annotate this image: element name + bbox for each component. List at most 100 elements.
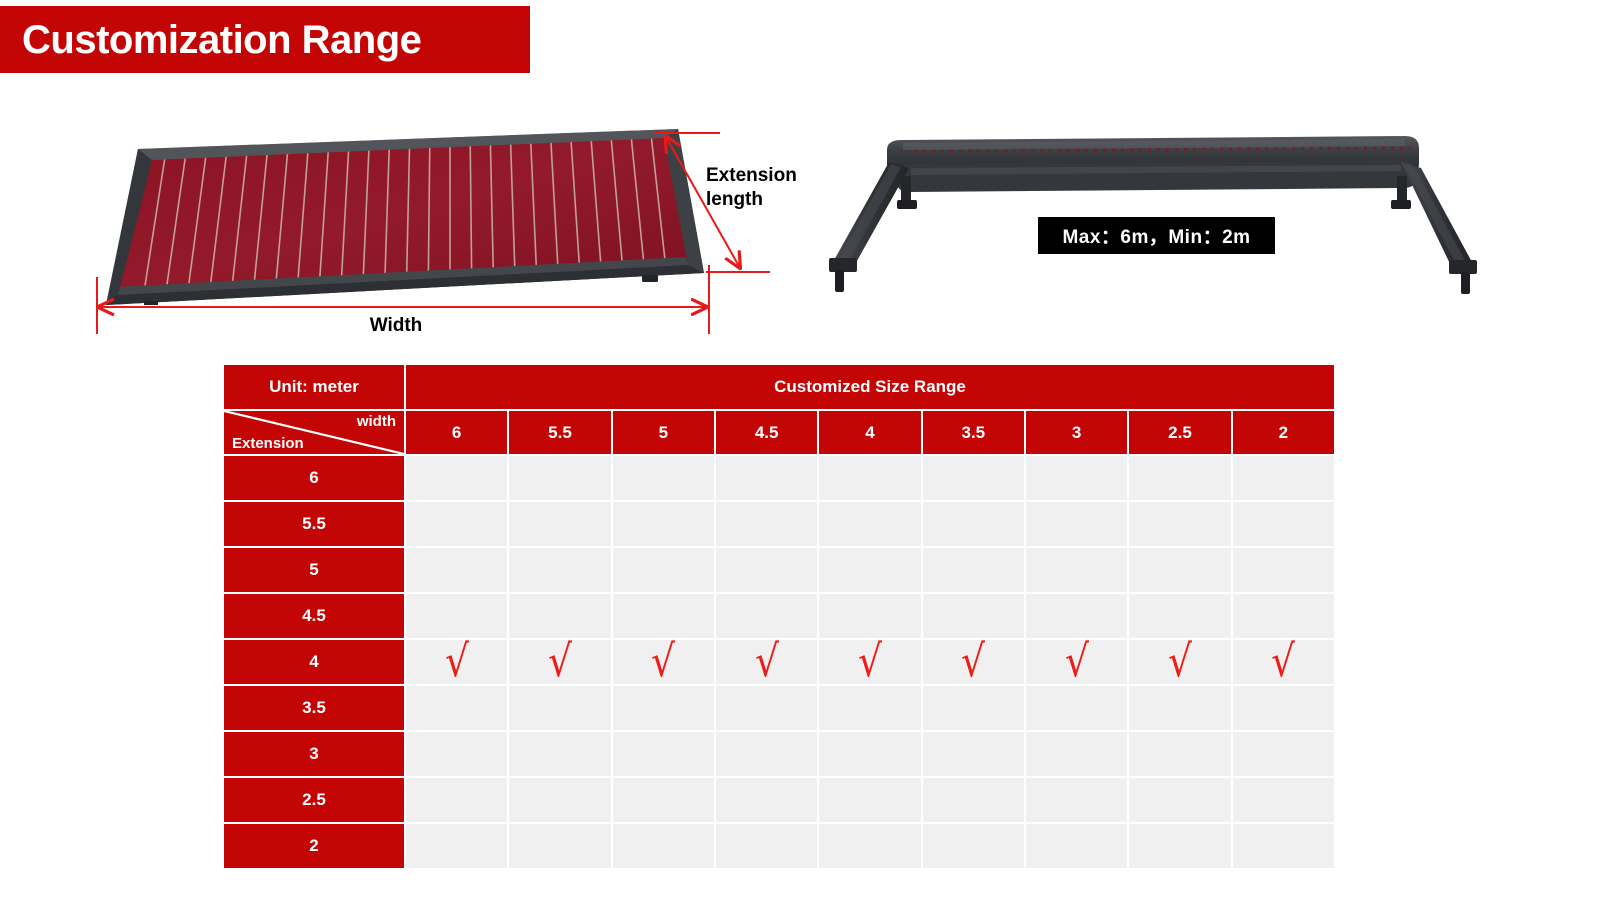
table-cell[interactable] bbox=[1129, 502, 1231, 546]
awning-extended-graphic bbox=[106, 129, 704, 305]
table-cell[interactable] bbox=[612, 456, 714, 500]
table-cell[interactable]: √ bbox=[1232, 640, 1334, 684]
table-cell[interactable] bbox=[1025, 686, 1128, 730]
table-cell[interactable] bbox=[1025, 778, 1128, 822]
table-cell[interactable] bbox=[509, 594, 611, 638]
table-cell[interactable] bbox=[1129, 686, 1231, 730]
table-cell[interactable] bbox=[819, 456, 921, 500]
table-cell[interactable] bbox=[715, 686, 818, 730]
table-cell[interactable] bbox=[1232, 686, 1334, 730]
table-cell[interactable] bbox=[406, 502, 508, 546]
table-cell[interactable] bbox=[1129, 732, 1231, 776]
table-cell[interactable] bbox=[612, 732, 714, 776]
table-cell[interactable]: √ bbox=[922, 640, 1024, 684]
table-cell[interactable] bbox=[1025, 824, 1128, 868]
table-cell[interactable] bbox=[1025, 732, 1128, 776]
table-cell[interactable] bbox=[1232, 548, 1334, 592]
table-cell[interactable] bbox=[1025, 548, 1128, 592]
table-cell[interactable] bbox=[922, 824, 1024, 868]
table-cell[interactable]: √ bbox=[406, 636, 508, 687]
check-icon: √ bbox=[444, 636, 469, 687]
table-cell[interactable] bbox=[922, 502, 1024, 546]
table-cell[interactable] bbox=[819, 548, 921, 592]
table-cell[interactable] bbox=[509, 824, 611, 868]
table-cell[interactable] bbox=[922, 686, 1024, 730]
table-cell[interactable] bbox=[715, 456, 818, 500]
table-cell[interactable] bbox=[612, 778, 714, 822]
table-cell[interactable]: √ bbox=[819, 640, 921, 684]
table-cell[interactable] bbox=[1129, 594, 1231, 638]
check-icon: √ bbox=[548, 636, 572, 687]
table-cell[interactable] bbox=[1129, 778, 1231, 822]
table-cell[interactable] bbox=[406, 778, 508, 822]
table-cell[interactable] bbox=[612, 686, 714, 730]
table-header-row-title: Unit: meter Customized Size Range bbox=[224, 365, 1334, 409]
table-cell[interactable] bbox=[1129, 548, 1231, 592]
table-cell[interactable] bbox=[922, 732, 1024, 776]
table-cell[interactable] bbox=[1232, 732, 1334, 776]
table-cell[interactable] bbox=[406, 548, 508, 592]
row-header: 3.5 bbox=[224, 686, 404, 730]
table-cell[interactable] bbox=[715, 824, 818, 868]
table-cell[interactable] bbox=[819, 824, 921, 868]
page-title: Customization Range bbox=[22, 17, 422, 62]
table-cell[interactable] bbox=[612, 824, 714, 868]
table-cell[interactable] bbox=[1232, 778, 1334, 822]
table-cell[interactable] bbox=[509, 456, 611, 500]
table-cell[interactable] bbox=[509, 502, 611, 546]
awning-retracted-graphic bbox=[829, 136, 1477, 294]
table-cell[interactable] bbox=[1025, 594, 1128, 638]
table-cell[interactable]: √ bbox=[715, 640, 818, 684]
row-header: 3 bbox=[224, 732, 404, 776]
table-cell[interactable] bbox=[715, 548, 818, 592]
table-cell[interactable] bbox=[406, 824, 508, 868]
table-cell[interactable] bbox=[922, 594, 1024, 638]
table-cell[interactable] bbox=[1232, 594, 1334, 638]
table-cell[interactable] bbox=[715, 594, 818, 638]
table-cell[interactable] bbox=[509, 686, 611, 730]
column-header: 3 bbox=[1025, 411, 1128, 454]
table-cell[interactable] bbox=[406, 456, 508, 500]
max-min-text: Max：6m，Min：2m bbox=[1062, 227, 1251, 248]
table-cell[interactable] bbox=[922, 456, 1024, 500]
diagonal-divider-icon bbox=[224, 411, 404, 454]
table-cell[interactable] bbox=[819, 594, 921, 638]
table-cell[interactable] bbox=[819, 686, 921, 730]
table-cell[interactable] bbox=[715, 732, 818, 776]
table-cell[interactable] bbox=[1232, 502, 1334, 546]
table-cell[interactable] bbox=[1025, 502, 1128, 546]
table-cell[interactable] bbox=[509, 732, 611, 776]
table-cell[interactable] bbox=[1025, 456, 1128, 500]
table-cell[interactable]: √ bbox=[612, 640, 714, 684]
table-cell[interactable]: √ bbox=[509, 636, 611, 687]
table-cell[interactable] bbox=[715, 778, 818, 822]
table-cell[interactable] bbox=[819, 732, 921, 776]
column-header: 5 bbox=[612, 411, 714, 454]
table-cell[interactable] bbox=[819, 778, 921, 822]
table-cell[interactable]: √ bbox=[1129, 640, 1231, 684]
table-cell[interactable] bbox=[1129, 824, 1231, 868]
table-cell[interactable] bbox=[1129, 456, 1231, 500]
table-cell[interactable] bbox=[509, 548, 611, 592]
table-cell[interactable] bbox=[922, 548, 1024, 592]
row-header: 4 bbox=[224, 640, 404, 684]
table-cell[interactable]: √ bbox=[1025, 640, 1128, 684]
table-cell[interactable] bbox=[922, 778, 1024, 822]
table-cell[interactable] bbox=[715, 502, 818, 546]
table-cell[interactable] bbox=[406, 594, 508, 638]
table-cell[interactable] bbox=[406, 732, 508, 776]
table-cell[interactable] bbox=[509, 778, 611, 822]
table-row: 3 bbox=[224, 732, 1334, 776]
table-cell[interactable] bbox=[406, 686, 508, 730]
table-body: Unit: meter Customized Size Range width … bbox=[224, 365, 1334, 454]
column-header: 4.5 bbox=[715, 411, 818, 454]
table-cell[interactable] bbox=[1232, 824, 1334, 868]
row-header: 5.5 bbox=[224, 502, 404, 546]
awning-retracted-image bbox=[805, 118, 1495, 298]
table-row: 6 bbox=[224, 456, 1334, 500]
table-cell[interactable] bbox=[612, 502, 714, 546]
table-cell[interactable] bbox=[1232, 456, 1334, 500]
table-cell[interactable] bbox=[819, 502, 921, 546]
table-cell[interactable] bbox=[612, 548, 714, 592]
table-cell[interactable] bbox=[612, 594, 714, 638]
